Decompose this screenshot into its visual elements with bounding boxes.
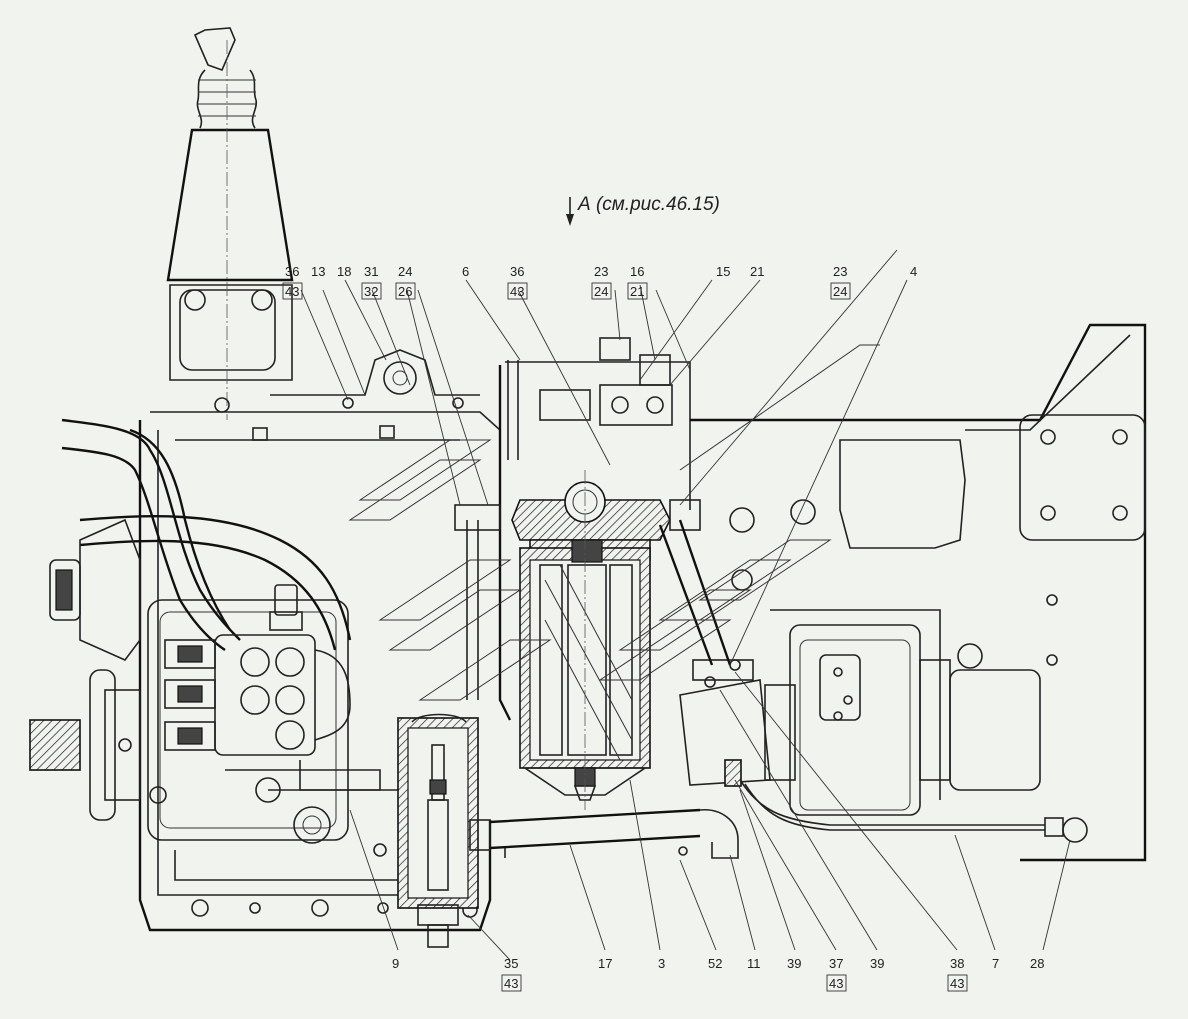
callout-38: 38 [950, 956, 964, 971]
callout-31: 31 [364, 264, 378, 279]
oil-filter [454, 337, 701, 810]
callout-21b: 21 [750, 264, 764, 279]
callout-23b: 23 [833, 264, 847, 279]
right-housing [690, 323, 1147, 862]
callout-39b: 39 [870, 956, 884, 971]
callout-39a: 39 [787, 956, 801, 971]
callout-24a: 24 [398, 264, 412, 279]
callout-26: 26 [398, 284, 412, 299]
distributor-blocks [149, 584, 398, 857]
callout-36b: 36 [510, 264, 524, 279]
callout-4: 4 [910, 264, 917, 279]
callout-32: 32 [364, 284, 378, 299]
callout-43c: 43 [504, 976, 518, 991]
leader-lines [300, 249, 1071, 961]
callout-17: 17 [598, 956, 612, 971]
hydraulic-pump [679, 624, 1041, 816]
callout-24c: 24 [833, 284, 847, 299]
gearbox-housing [138, 411, 501, 932]
callout-43b: 43 [510, 284, 524, 299]
callout-15: 15 [716, 264, 730, 279]
top-cover [252, 349, 480, 441]
thin-pipe [739, 779, 1088, 843]
callout-36a: 36 [285, 264, 299, 279]
callout-52: 52 [708, 956, 722, 971]
left-end [29, 518, 141, 821]
callout-43e: 43 [950, 976, 964, 991]
hoses [61, 418, 352, 651]
view-title: А (см.рис.46.15) [577, 194, 720, 215]
callout-3: 3 [658, 956, 665, 971]
control-lever [166, 27, 294, 420]
drain-pipe [489, 808, 739, 859]
rods [466, 360, 519, 700]
callout-11: 11 [747, 956, 761, 971]
callout-24b: 24 [594, 284, 608, 299]
callout-18: 18 [337, 264, 351, 279]
suction-strainer [397, 713, 491, 948]
callout-28: 28 [1030, 956, 1044, 971]
pressure-pipe [658, 519, 732, 666]
callout-43d: 43 [829, 976, 843, 991]
callout-35: 35 [504, 956, 518, 971]
callout-7: 7 [992, 956, 999, 971]
callout-43a: 43 [285, 284, 299, 299]
callout-23a: 23 [594, 264, 608, 279]
callout-9: 9 [392, 956, 399, 971]
callout-21a: 21 [630, 284, 644, 299]
callout-6: 6 [462, 264, 469, 279]
callout-16: 16 [630, 264, 644, 279]
callout-labels: 36 43 13 18 31 32 24 26 6 36 43 23 24 16… [282, 264, 1044, 992]
callout-37: 37 [829, 956, 843, 971]
view-arrow [566, 197, 574, 226]
callout-13: 13 [311, 264, 325, 279]
section-symbols [348, 344, 880, 701]
